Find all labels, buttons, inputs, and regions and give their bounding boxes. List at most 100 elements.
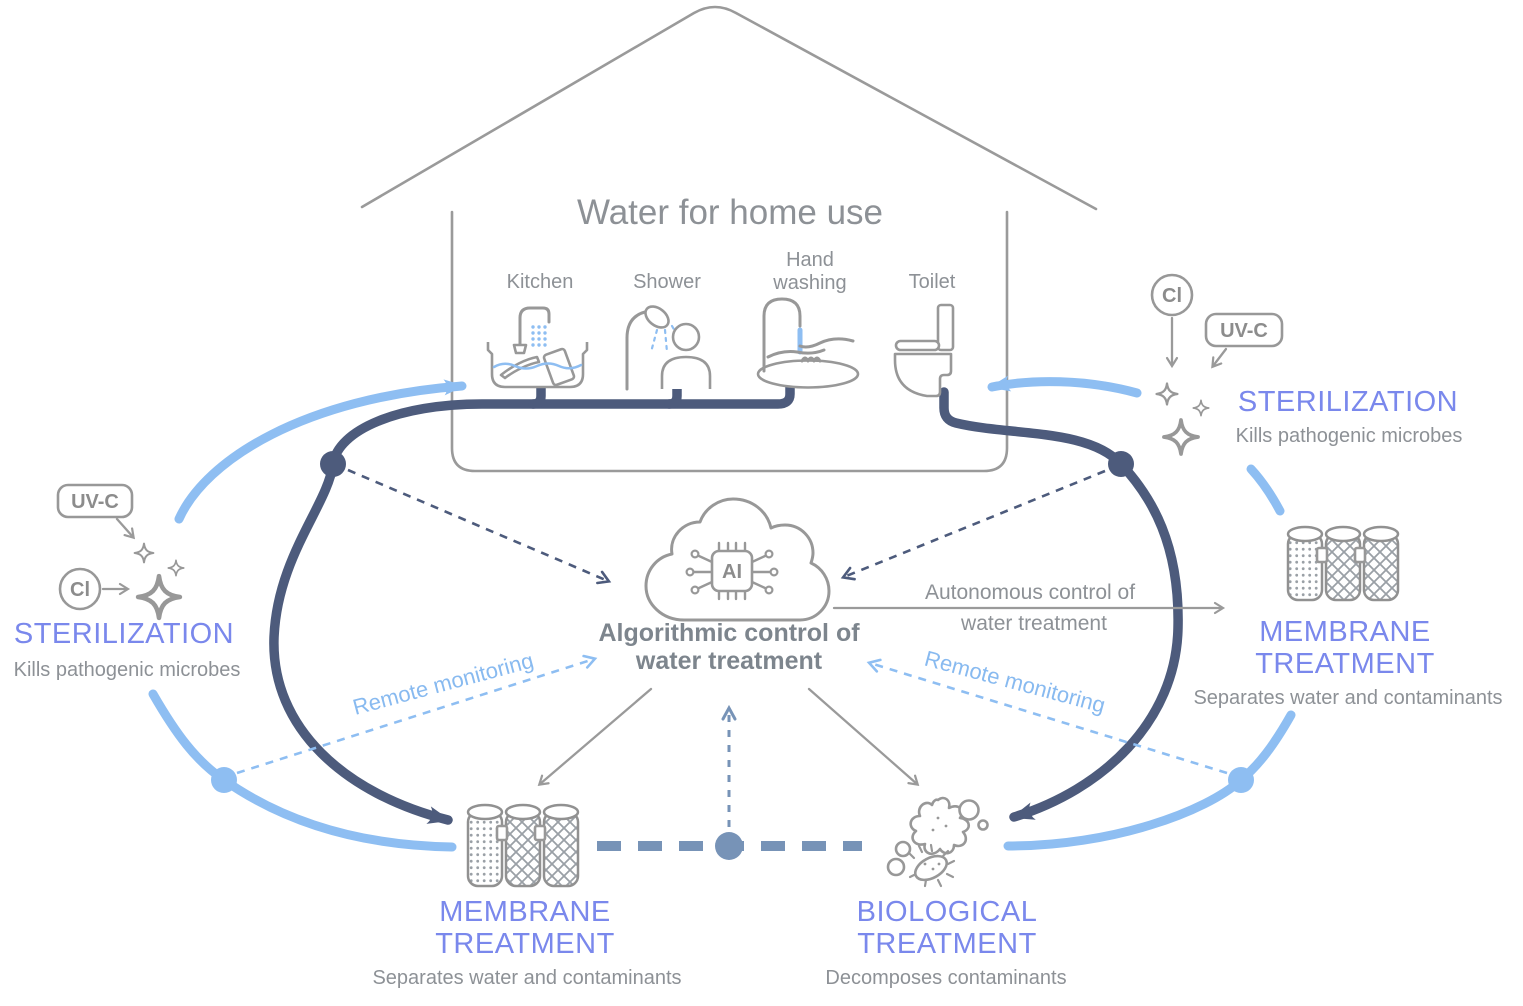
cl-badge-right: [1150, 273, 1194, 317]
sterilization-left-title: STERILIZATION: [14, 618, 234, 650]
microbe-bubble: [958, 799, 980, 821]
bacteria-dots: [923, 862, 941, 871]
monitor-node-right: [1228, 767, 1254, 793]
hand-lower: [766, 348, 826, 359]
membrane-treatment-bottom: MEMBRANE TREATMENT Separates water and c…: [372, 803, 682, 989]
water-loops: [148, 375, 1296, 852]
remote-monitoring-link-right: [866, 658, 1228, 775]
wash-faucet: [762, 297, 802, 373]
remote-monitoring-label-left: Remote monitoring: [350, 648, 536, 720]
kitchen-water-spray: [531, 325, 547, 347]
microbes-icon: [886, 796, 989, 888]
membrane-bottom-caption: Separates water and contaminants: [372, 967, 681, 989]
flow-right-sterilization-to-membrane: [1246, 464, 1285, 516]
person-body: [660, 355, 712, 389]
uvc-arrow-left: [115, 517, 136, 540]
membrane-treatment-right: MEMBRANE TREATMENT Separates water and c…: [1193, 525, 1503, 709]
room-label-shower: Shower: [633, 271, 701, 293]
cylinder-connector: [495, 824, 509, 842]
cylinder-connector: [1353, 546, 1367, 564]
sparkles-right: [1155, 382, 1210, 456]
cylinder-top: [1286, 525, 1324, 543]
sparkle-icon: [167, 559, 185, 577]
pipe-shower-drop: [664, 377, 682, 409]
cl-badge-left: [58, 567, 102, 611]
amoeba-dots: [931, 816, 948, 832]
kitchen-faucet-nozzle: [512, 343, 528, 355]
sterilization-left-caption: Kills pathogenic microbes: [14, 659, 241, 681]
room-label-toilet: Toilet: [909, 271, 956, 293]
microbe-bubble: [977, 819, 989, 831]
sterilization-left: UV-C Cl STERILIZATION Kills pathogenic m…: [14, 483, 241, 681]
cloud-outline: [644, 497, 831, 622]
cylinder-connector: [533, 824, 547, 842]
cylinder-top: [466, 803, 504, 821]
membrane-cylinders-icon: [466, 803, 580, 888]
hand-knuckles: [800, 356, 822, 363]
membrane-bottom-title-line1: MEMBRANE: [439, 896, 611, 928]
control-arrow-to-biological: [807, 687, 920, 787]
microbe-bubble: [894, 840, 912, 858]
control-arrow-to-membrane: [537, 687, 653, 786]
membrane-cylinder: [542, 810, 580, 888]
person-head: [671, 322, 701, 352]
microbe-bubble: [886, 857, 906, 877]
room-label-hand-washing-line2: washing: [772, 272, 846, 294]
membrane-cylinder: [466, 810, 504, 888]
membrane-cylinder: [1286, 532, 1324, 602]
kitchen-faucet: [518, 306, 551, 347]
uvc-badge-left-label: UV-C: [71, 491, 119, 513]
membrane-cylinders-icon: [1286, 525, 1400, 602]
autonomous-label-line2: water treatment: [960, 612, 1107, 635]
flow-left-sterilization-to-membrane: [148, 689, 457, 852]
chip-circuit-dots: [685, 549, 779, 595]
ai-chip: AI: [685, 541, 779, 601]
house-title: Water for home use: [577, 193, 883, 232]
chip-pins: [692, 541, 772, 601]
wash-basin: [756, 359, 860, 389]
control-links: [211, 451, 1254, 860]
cylinder-top: [542, 803, 580, 821]
cloud-caption-line1: Algorithmic control of: [598, 619, 860, 647]
hand-upper: [798, 337, 855, 349]
chip-body: [710, 549, 754, 593]
uvc-badge-left: [56, 483, 134, 519]
bacteria-spikes: [907, 843, 956, 888]
pipe-left-loop-to-membrane: [269, 376, 795, 825]
sparkle-icon: [1162, 418, 1200, 456]
ai-cloud: AI Algorithmic control of water treatmen…: [598, 497, 860, 675]
sparkle-icon: [133, 542, 155, 564]
membrane-bottom-title-line2: TREATMENT: [435, 928, 615, 960]
uvc-arrow-right: [1211, 347, 1228, 369]
hand-washing-icon: [756, 297, 860, 389]
flow-right-membrane-to-biological: [1003, 710, 1296, 851]
kitchen-water-line: [492, 362, 583, 370]
sparkle-icon: [1192, 399, 1210, 417]
toilet-icon: [893, 303, 955, 398]
sparkles-left: [133, 542, 185, 618]
membrane-cylinder: [504, 810, 542, 888]
flow-clean-water-right-in: [987, 375, 1142, 398]
pipe-right-loop-to-biological: [939, 387, 1183, 822]
membrane-cylinder: [1324, 532, 1362, 602]
kitchen-icon: [486, 306, 589, 389]
sensor-link-left: [347, 468, 612, 585]
cl-badge-right-label: Cl: [1162, 285, 1182, 307]
remote-monitoring-label-right: Remote monitoring: [922, 646, 1108, 718]
sparkle-icon: [1155, 382, 1179, 406]
sparkle-icon: [138, 576, 180, 618]
toilet-bowl: [893, 352, 953, 398]
toilet-seat: [894, 339, 941, 352]
uvc-badge-right-label: UV-C: [1220, 320, 1268, 342]
chip-label: AI: [722, 561, 742, 583]
sterilization-right-caption: Kills pathogenic microbes: [1236, 425, 1463, 447]
cylinder-top: [1362, 525, 1400, 543]
biological-treatment: BIOLOGICAL TREATMENT Decomposes contamin…: [825, 796, 1067, 989]
flow-clean-water-left-in: [174, 379, 467, 524]
cl-badge-left-label: Cl: [70, 579, 90, 601]
sensor-node-left: [320, 451, 346, 477]
membrane-right-caption: Separates water and contaminants: [1193, 687, 1502, 709]
biological-title-line2: TREATMENT: [857, 928, 1037, 960]
toilet-tank: [936, 303, 955, 352]
